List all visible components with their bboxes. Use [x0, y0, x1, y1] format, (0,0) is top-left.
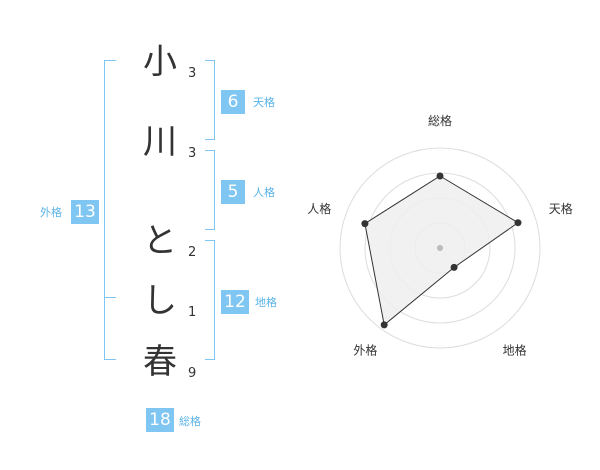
stroke-count-2: 3 — [188, 146, 197, 161]
radar-point-5 — [361, 220, 369, 228]
tenkaku-label: 天格 — [253, 96, 275, 109]
radar-axis-label-3: 地格 — [503, 343, 527, 358]
name-char-1: 小 — [143, 42, 177, 82]
soukaku-value-box: 18 — [146, 408, 174, 432]
chikaku-bracket — [205, 240, 215, 360]
radar-ring-4 — [339, 147, 541, 349]
chikaku-value-box: 12 — [221, 290, 249, 314]
jinkaku-bracket — [205, 150, 215, 230]
radar-axis-label-2: 天格 — [549, 201, 573, 216]
name-char-3: と — [143, 221, 177, 261]
chikaku-label: 地格 — [255, 296, 277, 309]
tenkaku-value-box: 6 — [221, 90, 245, 114]
radar-axis-label-1: 総格 — [428, 113, 452, 128]
stroke-count-1: 3 — [188, 66, 197, 81]
name-char-2: 川 — [143, 122, 177, 162]
stroke-count-5: 9 — [188, 366, 197, 381]
radar-point-4 — [380, 321, 388, 329]
gaikaku-bracket-tick — [104, 297, 116, 298]
stroke-count-4: 1 — [188, 305, 197, 320]
soukaku-label: 総格 — [179, 415, 201, 428]
radar-point-2 — [514, 219, 522, 227]
gaikaku-bracket — [104, 60, 116, 360]
name-char-5: 春 — [143, 342, 177, 382]
radar-axis-label-4: 外格 — [353, 343, 377, 358]
jinkaku-value-box: 5 — [221, 180, 245, 204]
gaikaku-label: 外格 — [40, 206, 62, 219]
jinkaku-label: 人格 — [253, 186, 275, 199]
name-char-4: し — [143, 281, 177, 321]
tenkaku-bracket — [205, 60, 215, 140]
radar-center-dot — [437, 245, 443, 251]
radar-point-1 — [436, 172, 444, 180]
stroke-count-3: 2 — [188, 245, 197, 260]
radar-point-3 — [450, 263, 458, 271]
radar-axis-label-5: 人格 — [307, 201, 331, 216]
gaikaku-value-box: 13 — [71, 200, 99, 224]
